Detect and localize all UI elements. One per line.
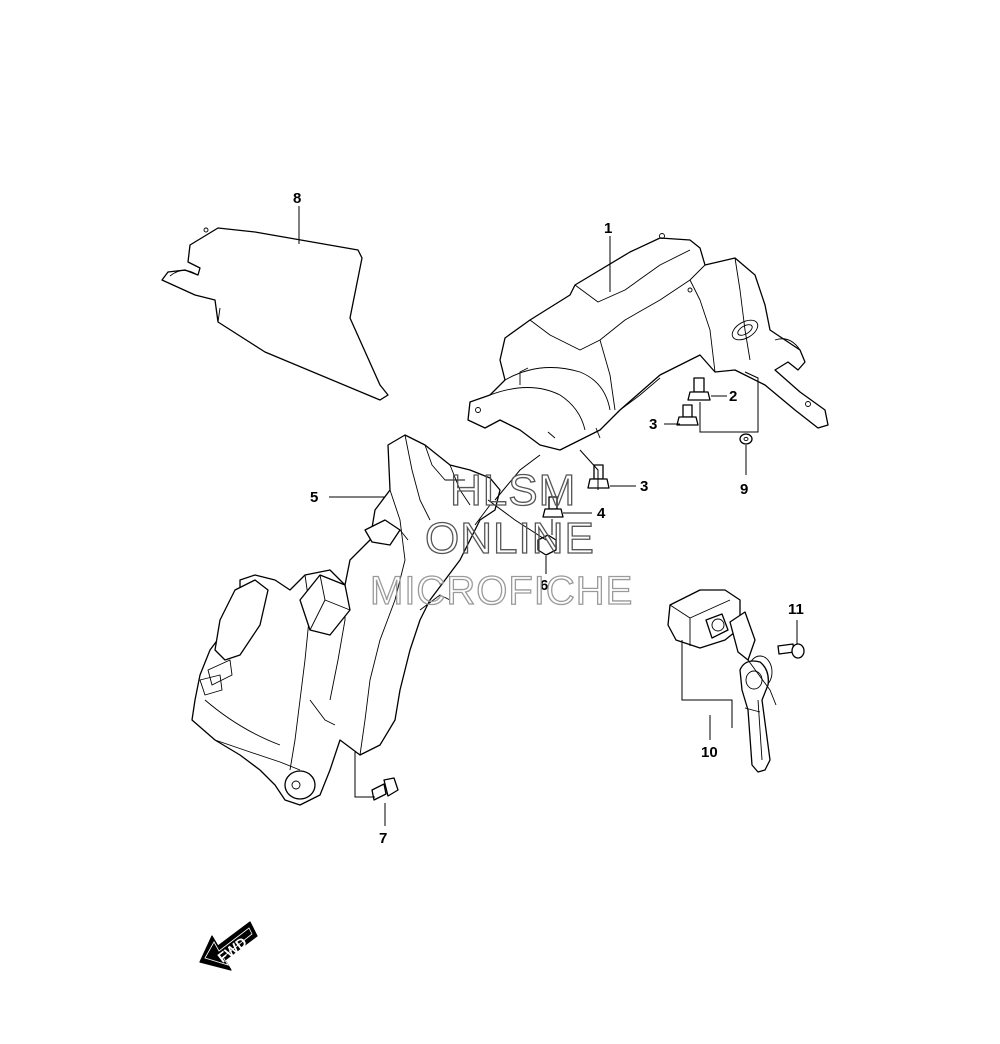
watermark-line-1: HLSM xyxy=(450,466,576,515)
part-10-seat-lock xyxy=(667,589,777,773)
install-line-10 xyxy=(681,640,733,728)
callout-4: 4 xyxy=(597,505,606,522)
callout-9: 9 xyxy=(740,481,748,498)
callout-6: 6 xyxy=(540,577,548,594)
callout-8: 8 xyxy=(293,190,301,207)
callout-10: 10 xyxy=(701,744,718,761)
part-5-inner-fender xyxy=(191,434,501,806)
part-2-bolt xyxy=(687,377,711,401)
callout-3a: 3 xyxy=(649,416,657,433)
install-line-5 xyxy=(494,454,541,501)
install-line-2 xyxy=(699,371,759,433)
part-3a-bolt xyxy=(676,404,699,426)
callout-5: 5 xyxy=(310,489,318,506)
install-line-7 xyxy=(354,752,375,798)
callout-3b: 3 xyxy=(640,478,648,495)
watermark-line-3: MICROFICHE xyxy=(370,569,633,613)
part-8-plate xyxy=(161,227,389,401)
fwd-arrow-icon: FWD xyxy=(199,921,258,971)
part-9-washer xyxy=(739,433,753,445)
install-line-6 xyxy=(487,499,547,541)
part-1-rear-fender xyxy=(467,233,829,451)
part-4-bolt xyxy=(542,496,564,518)
callout-1: 1 xyxy=(604,220,612,237)
callouts: 8 1 2 3 3 4 5 6 9 10 11 7 xyxy=(293,190,804,847)
callout-7: 7 xyxy=(379,830,387,847)
install-line-3 xyxy=(579,449,599,490)
part-6-nut xyxy=(537,534,557,556)
watermark: HLSM ONLINE MICROFICHE xyxy=(369,465,633,613)
part-11-screw xyxy=(777,643,805,659)
part-7-bolt xyxy=(371,777,399,801)
leader-lines xyxy=(298,206,798,826)
callout-11: 11 xyxy=(788,601,804,618)
callout-2: 2 xyxy=(729,388,737,405)
watermark-line-2: ONLINE xyxy=(425,514,595,563)
